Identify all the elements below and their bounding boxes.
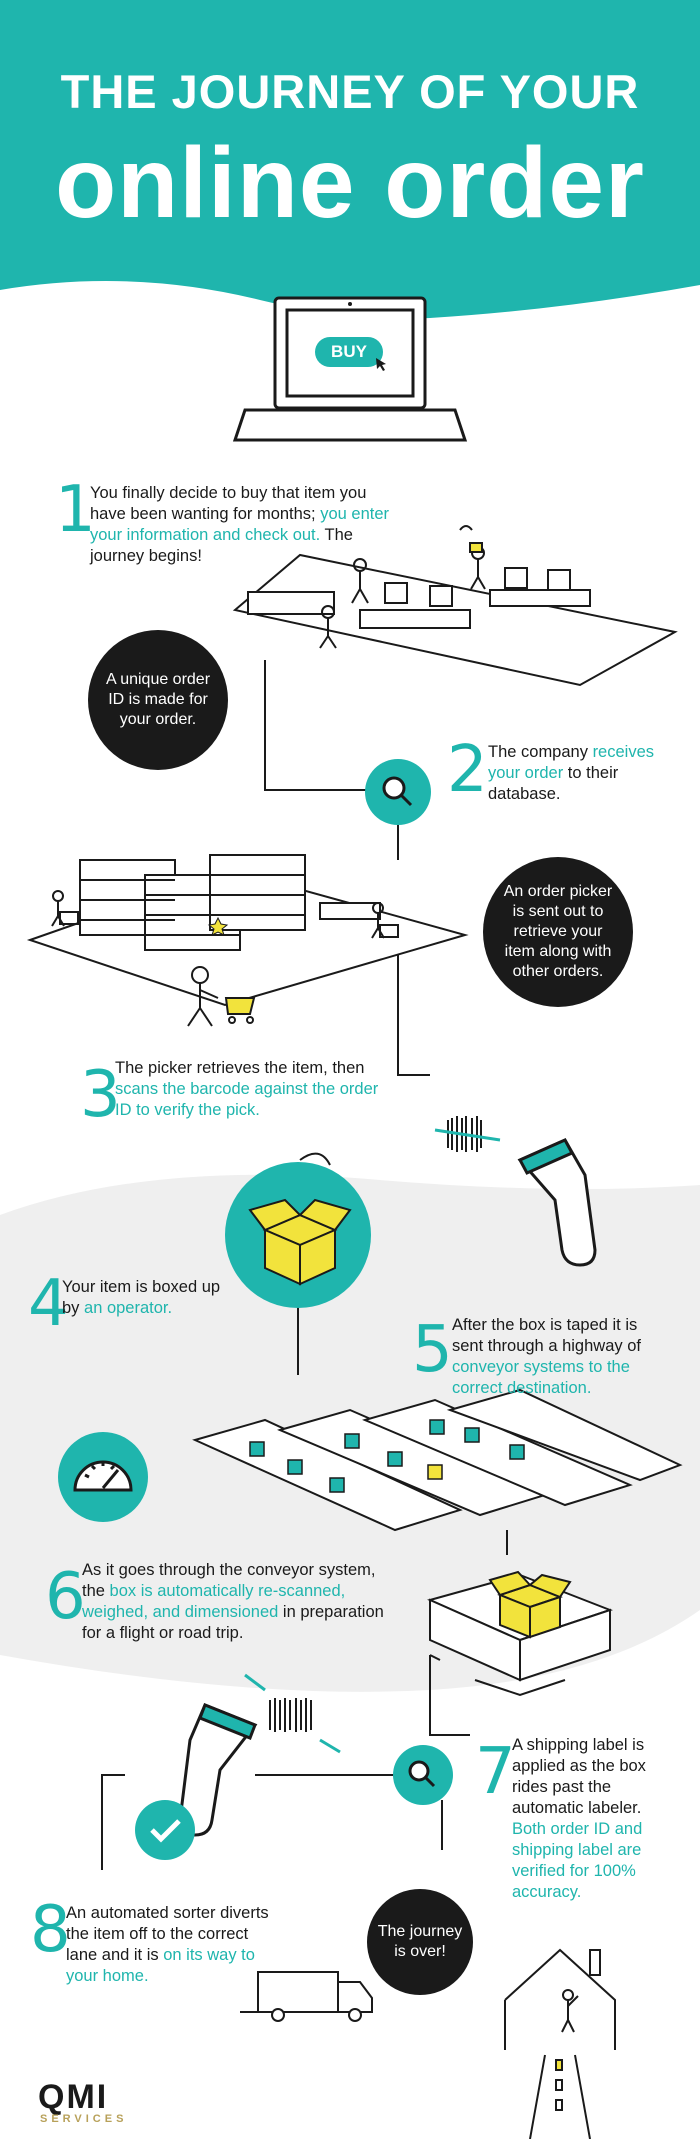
check-circle bbox=[135, 1800, 195, 1860]
buy-button[interactable]: BUY bbox=[331, 342, 367, 361]
order-id-bubble bbox=[88, 630, 228, 770]
step-7-number: 7 bbox=[475, 1735, 516, 1809]
warehouse-scene-icon bbox=[26, 854, 469, 1027]
end-bubble bbox=[367, 1889, 473, 1995]
step-6-number: 6 bbox=[45, 1560, 86, 1634]
picker-bubble-text: An order picker is sent out to retrieve … bbox=[503, 883, 613, 980]
star-icon bbox=[207, 916, 229, 936]
step-2-number: 2 bbox=[447, 733, 488, 807]
conveyor-boxes bbox=[249, 1419, 525, 1493]
barcode-icon bbox=[434, 1116, 501, 1152]
laptop-icon bbox=[232, 296, 468, 442]
step-1-number: 1 bbox=[55, 473, 96, 547]
step-5-number: 5 bbox=[412, 1313, 453, 1387]
connector-lines bbox=[101, 660, 508, 1870]
magnifier-icon bbox=[382, 776, 413, 807]
qmi-logo: QMI bbox=[38, 2078, 109, 2116]
picker-bubble bbox=[483, 857, 633, 1007]
step-4-text: Your item is boxed up by an operator. bbox=[62, 1278, 221, 1317]
title-line-2: online order bbox=[55, 127, 645, 239]
step-3-text: The picker retrieves the item, then scan… bbox=[115, 1059, 379, 1119]
qmi-logo-sub: SERVICES bbox=[40, 2113, 128, 2125]
magnifier-icon-2 bbox=[408, 1760, 436, 1788]
step-4-number: 4 bbox=[28, 1267, 69, 1341]
step-6-text: As it goes through the conveyor system, … bbox=[82, 1561, 384, 1642]
truck-icon bbox=[240, 1971, 373, 2022]
step-8-text: An automated sorter diverts the item off… bbox=[66, 1904, 269, 1985]
barcode-icon-2 bbox=[244, 1673, 341, 1754]
step-3-number: 3 bbox=[80, 1058, 121, 1132]
buy-button-shape bbox=[315, 337, 383, 367]
step-2-text: The company receives your order to their… bbox=[488, 743, 655, 803]
step-5-text: After the box is taped it is sent throug… bbox=[452, 1316, 641, 1397]
house-icon bbox=[504, 1948, 616, 2139]
step-8-number: 8 bbox=[30, 1893, 71, 1967]
office-scene-icon bbox=[232, 525, 678, 687]
end-bubble-text: The journey is over! bbox=[377, 1923, 463, 1960]
step-1-text: You finally decide to buy that item you … bbox=[90, 484, 390, 565]
box-platform-icon bbox=[427, 1570, 613, 1697]
scanner-gun-icon bbox=[517, 1138, 597, 1267]
step-7-text: A shipping label is applied as the box r… bbox=[512, 1736, 646, 1901]
cursor-icon bbox=[376, 358, 386, 371]
header-background bbox=[0, 0, 700, 319]
open-box-icon bbox=[248, 1198, 352, 1286]
check-icon bbox=[150, 1819, 181, 1843]
speedometer-icon bbox=[73, 1460, 133, 1492]
title-line-1: THE JOURNEY OF YOUR bbox=[60, 65, 640, 118]
order-id-bubble-text: A unique order ID is made for your order… bbox=[105, 671, 211, 728]
